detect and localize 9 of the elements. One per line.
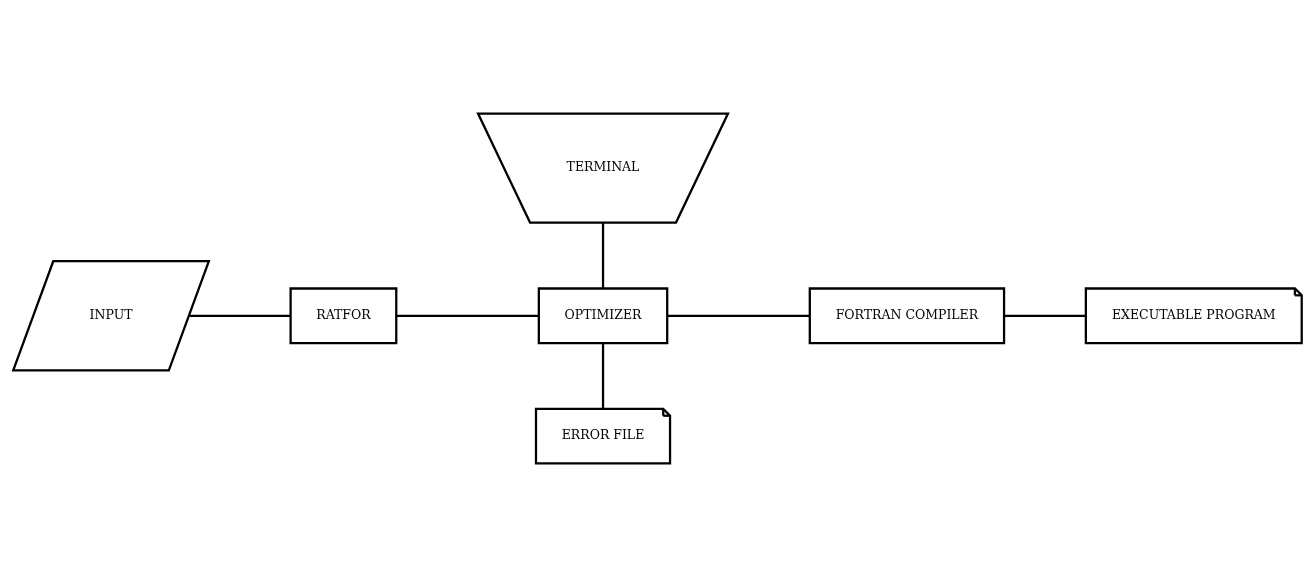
connector	[667, 314, 810, 317]
node-box: OPTIMIZER	[537, 287, 669, 345]
connector	[601, 223, 605, 289]
connector	[1004, 314, 1086, 317]
node-box: RATFOR	[289, 287, 398, 345]
node-box: FORTRAN COMPILER	[808, 287, 1006, 345]
connector	[189, 314, 291, 317]
connector	[601, 343, 605, 409]
connector	[396, 314, 539, 317]
